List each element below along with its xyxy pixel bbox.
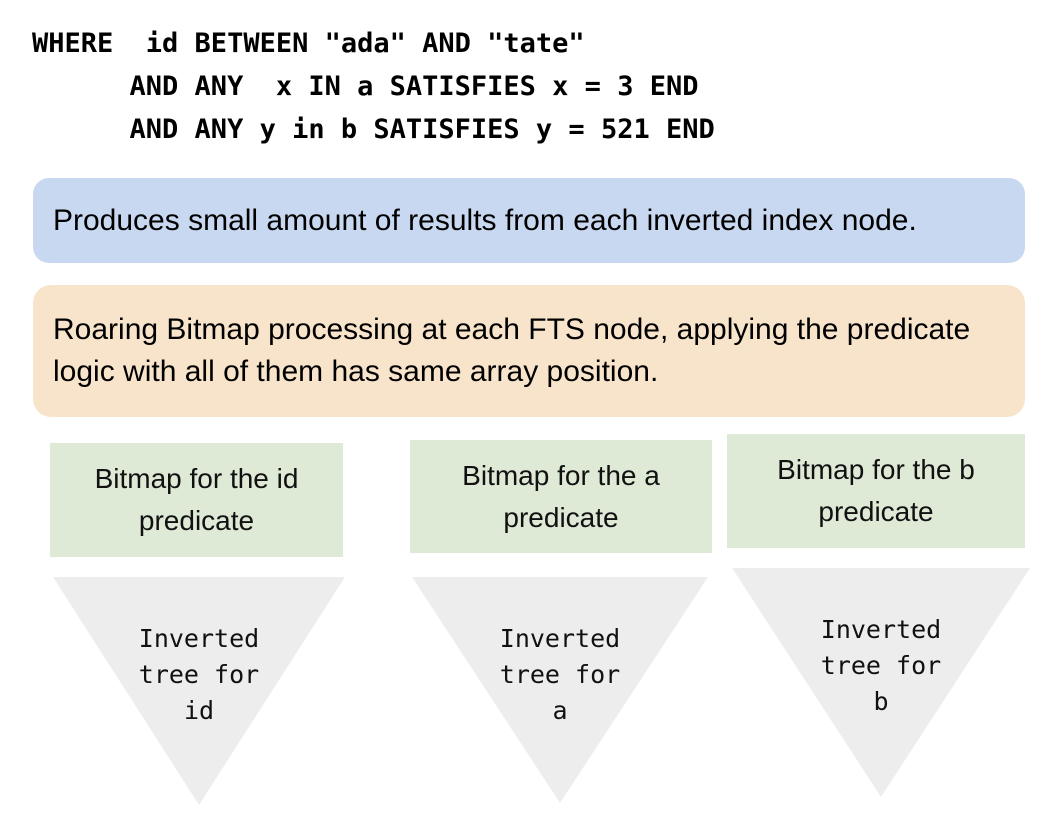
query-line-3: AND ANY y in b SATISFIES y = 521 END [32, 114, 715, 145]
inverted-tree-triangle-b: Inverted tree for b [732, 568, 1030, 797]
bitmap-box-a: Bitmap for the a predicate [410, 440, 712, 553]
inverted-tree-b-label: Inverted tree for b [820, 615, 942, 716]
inverted-tree-triangle-a: Inverted tree for a [412, 577, 708, 803]
query-line-1: WHERE id BETWEEN "ada" AND "tate" [32, 28, 585, 59]
bitmap-box-b-label: Bitmap for the b predicate [777, 454, 975, 527]
bitmap-box-id: Bitmap for the id predicate [50, 443, 343, 557]
query-line-2: AND ANY x IN a SATISFIES x = 3 END [32, 71, 699, 102]
inverted-tree-a-label: Inverted tree for a [499, 624, 621, 725]
bitmap-box-a-label: Bitmap for the a predicate [462, 459, 660, 533]
processing-note-box: Roaring Bitmap processing at each FTS no… [33, 285, 1025, 417]
bitmap-box-id-label: Bitmap for the id predicate [94, 463, 299, 536]
inverted-tree-id-label: Inverted tree for id [138, 624, 260, 725]
inverted-tree-triangle-id: Inverted tree for id [53, 577, 345, 805]
results-note-text: Produces small amount of results from ea… [53, 203, 917, 237]
processing-note-text: Roaring Bitmap processing at each FTS no… [53, 313, 971, 388]
bitmap-box-b: Bitmap for the b predicate [727, 434, 1025, 548]
query-code-block: WHERE id BETWEEN "ada" AND "tate" AND AN… [32, 22, 715, 151]
results-note-box: Produces small amount of results from ea… [33, 178, 1025, 263]
